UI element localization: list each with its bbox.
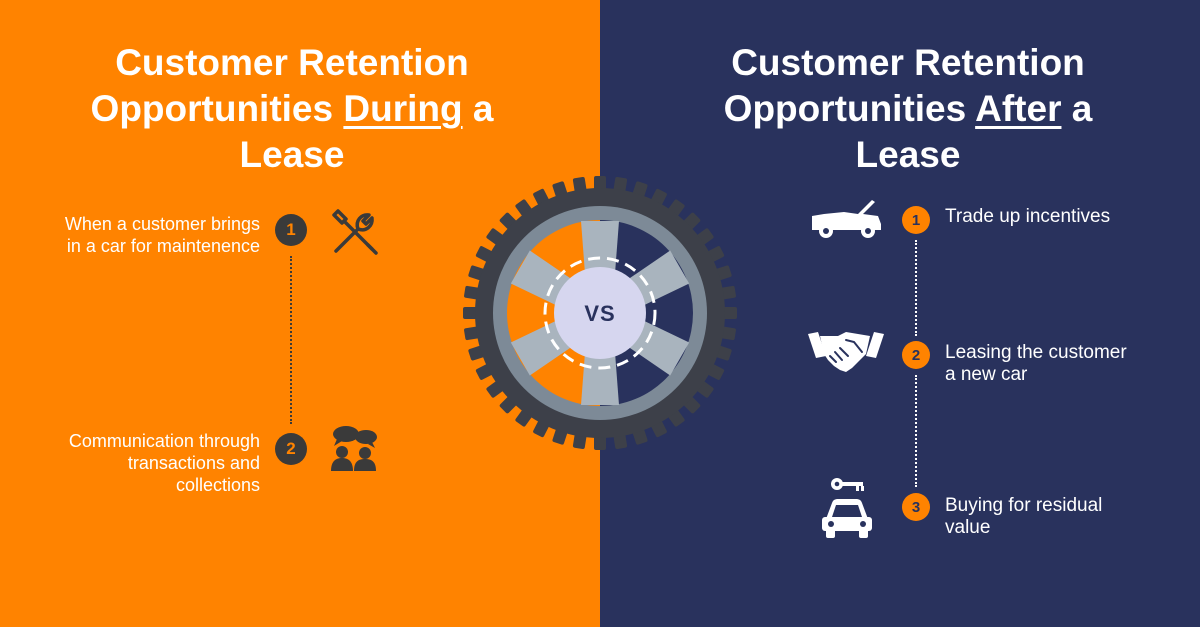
left-title: Customer Retention Opportunities During … (90, 42, 494, 175)
right-title-emphasis: After (975, 88, 1062, 129)
handshake-icon (808, 332, 884, 372)
right-item-2-badge: 2 (902, 341, 930, 369)
left-item-1-text: When a customer brings in a car for main… (64, 214, 260, 256)
left-title-emphasis: During (343, 88, 463, 129)
left-timeline-connector (290, 256, 292, 424)
tire-icon: VS (463, 176, 737, 450)
tread-block (721, 307, 737, 319)
left-title-line1: Customer Retention (115, 42, 469, 83)
vs-label: VS (584, 301, 615, 326)
left-item-1-badge: 1 (275, 214, 307, 246)
tread-block (594, 176, 606, 192)
left-item-2-badge: 2 (275, 433, 307, 465)
left-item-2-text: Communication through transactions and c… (68, 431, 260, 495)
right-timeline-connector-2 (915, 375, 917, 487)
left-title-line3: Lease (239, 134, 345, 175)
right-title-line3: Lease (855, 134, 961, 175)
hub-dashed-ring (543, 256, 657, 370)
tread-block (463, 307, 479, 319)
wheel-hub (554, 267, 646, 359)
people-chat-icon (331, 426, 377, 471)
wrench-screwdriver-icon (332, 209, 378, 255)
right-item-2-text: Leasing the customer a new car (945, 342, 1127, 385)
right-title-line1: Customer Retention (731, 42, 1085, 83)
right-item-3-badge: 3 (902, 493, 930, 521)
tread-block (594, 434, 606, 450)
right-item-1-text: Trade up incentives (945, 206, 1111, 227)
car-key-icon (822, 478, 872, 538)
convertible-car-icon (812, 200, 881, 238)
right-timeline-connector-1 (915, 240, 917, 336)
right-item-3-text: Buying for residual value (945, 495, 1103, 538)
right-item-1-badge: 1 (902, 206, 930, 234)
right-title: Customer Retention Opportunities After a… (723, 42, 1093, 175)
